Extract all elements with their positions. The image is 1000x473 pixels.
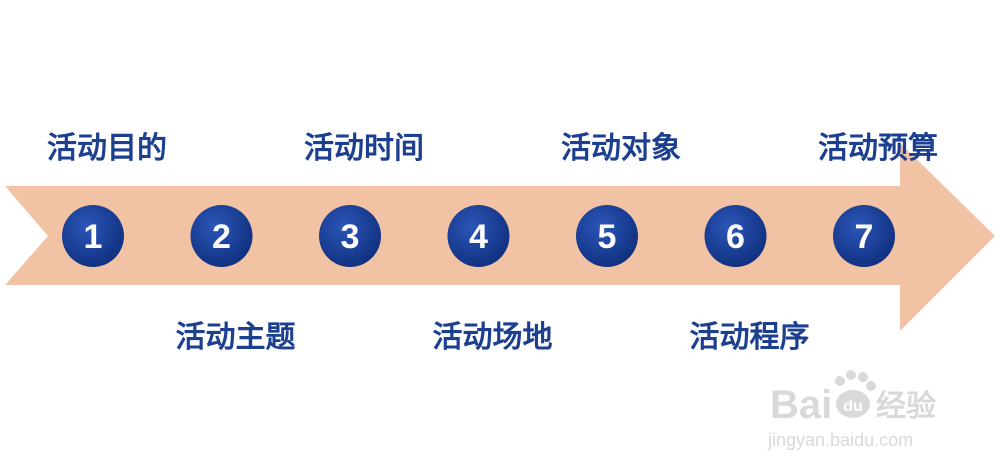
watermark-paw-text: du xyxy=(843,398,863,415)
step-circle xyxy=(319,205,381,267)
step-label: 活动目的 xyxy=(47,131,167,166)
step-number: 4 xyxy=(469,218,488,256)
step-number: 1 xyxy=(84,218,103,256)
watermark-brand-prefix: Bai xyxy=(770,383,832,427)
step-3: 3 活动时间 xyxy=(304,131,424,267)
step-4: 4 活动场地 xyxy=(433,205,553,355)
step-circle xyxy=(833,205,895,267)
step-5: 5 活动对象 xyxy=(561,131,681,267)
step-circle xyxy=(190,205,253,267)
step-number: 6 xyxy=(726,218,745,256)
step-7: 7 活动预算 xyxy=(818,131,938,267)
step-number: 5 xyxy=(598,218,617,256)
step-1: 1 活动目的 xyxy=(47,131,167,267)
watermark-brand-suffix: 经验 xyxy=(876,389,936,423)
step-circle xyxy=(576,205,638,267)
step-circle xyxy=(62,205,124,267)
step-label: 活动场地 xyxy=(433,320,553,355)
watermark-url: jingyan.baidu.com xyxy=(767,430,913,450)
baidu-watermark: Bai du 经验 jingyan.baidu.com xyxy=(767,370,936,450)
step-label: 活动程序 xyxy=(690,320,810,355)
step-number: 3 xyxy=(341,218,360,256)
step-number: 2 xyxy=(212,218,231,256)
step-number: 7 xyxy=(855,218,874,256)
step-circle xyxy=(704,205,767,267)
step-label: 活动对象 xyxy=(561,131,681,166)
steps-layer: 1 活动目的 2 活动主题 3 活动时间 4 活动场地 5 活动对象 6 活动程序 7 活动预算 xyxy=(47,131,938,355)
step-circle xyxy=(447,205,510,267)
step-label: 活动主题 xyxy=(176,320,296,355)
step-2: 2 活动主题 xyxy=(176,205,296,355)
step-label: 活动预算 xyxy=(818,131,938,166)
step-6: 6 活动程序 xyxy=(690,205,810,355)
paw-icon: du xyxy=(835,370,876,418)
step-label: 活动时间 xyxy=(304,131,424,166)
